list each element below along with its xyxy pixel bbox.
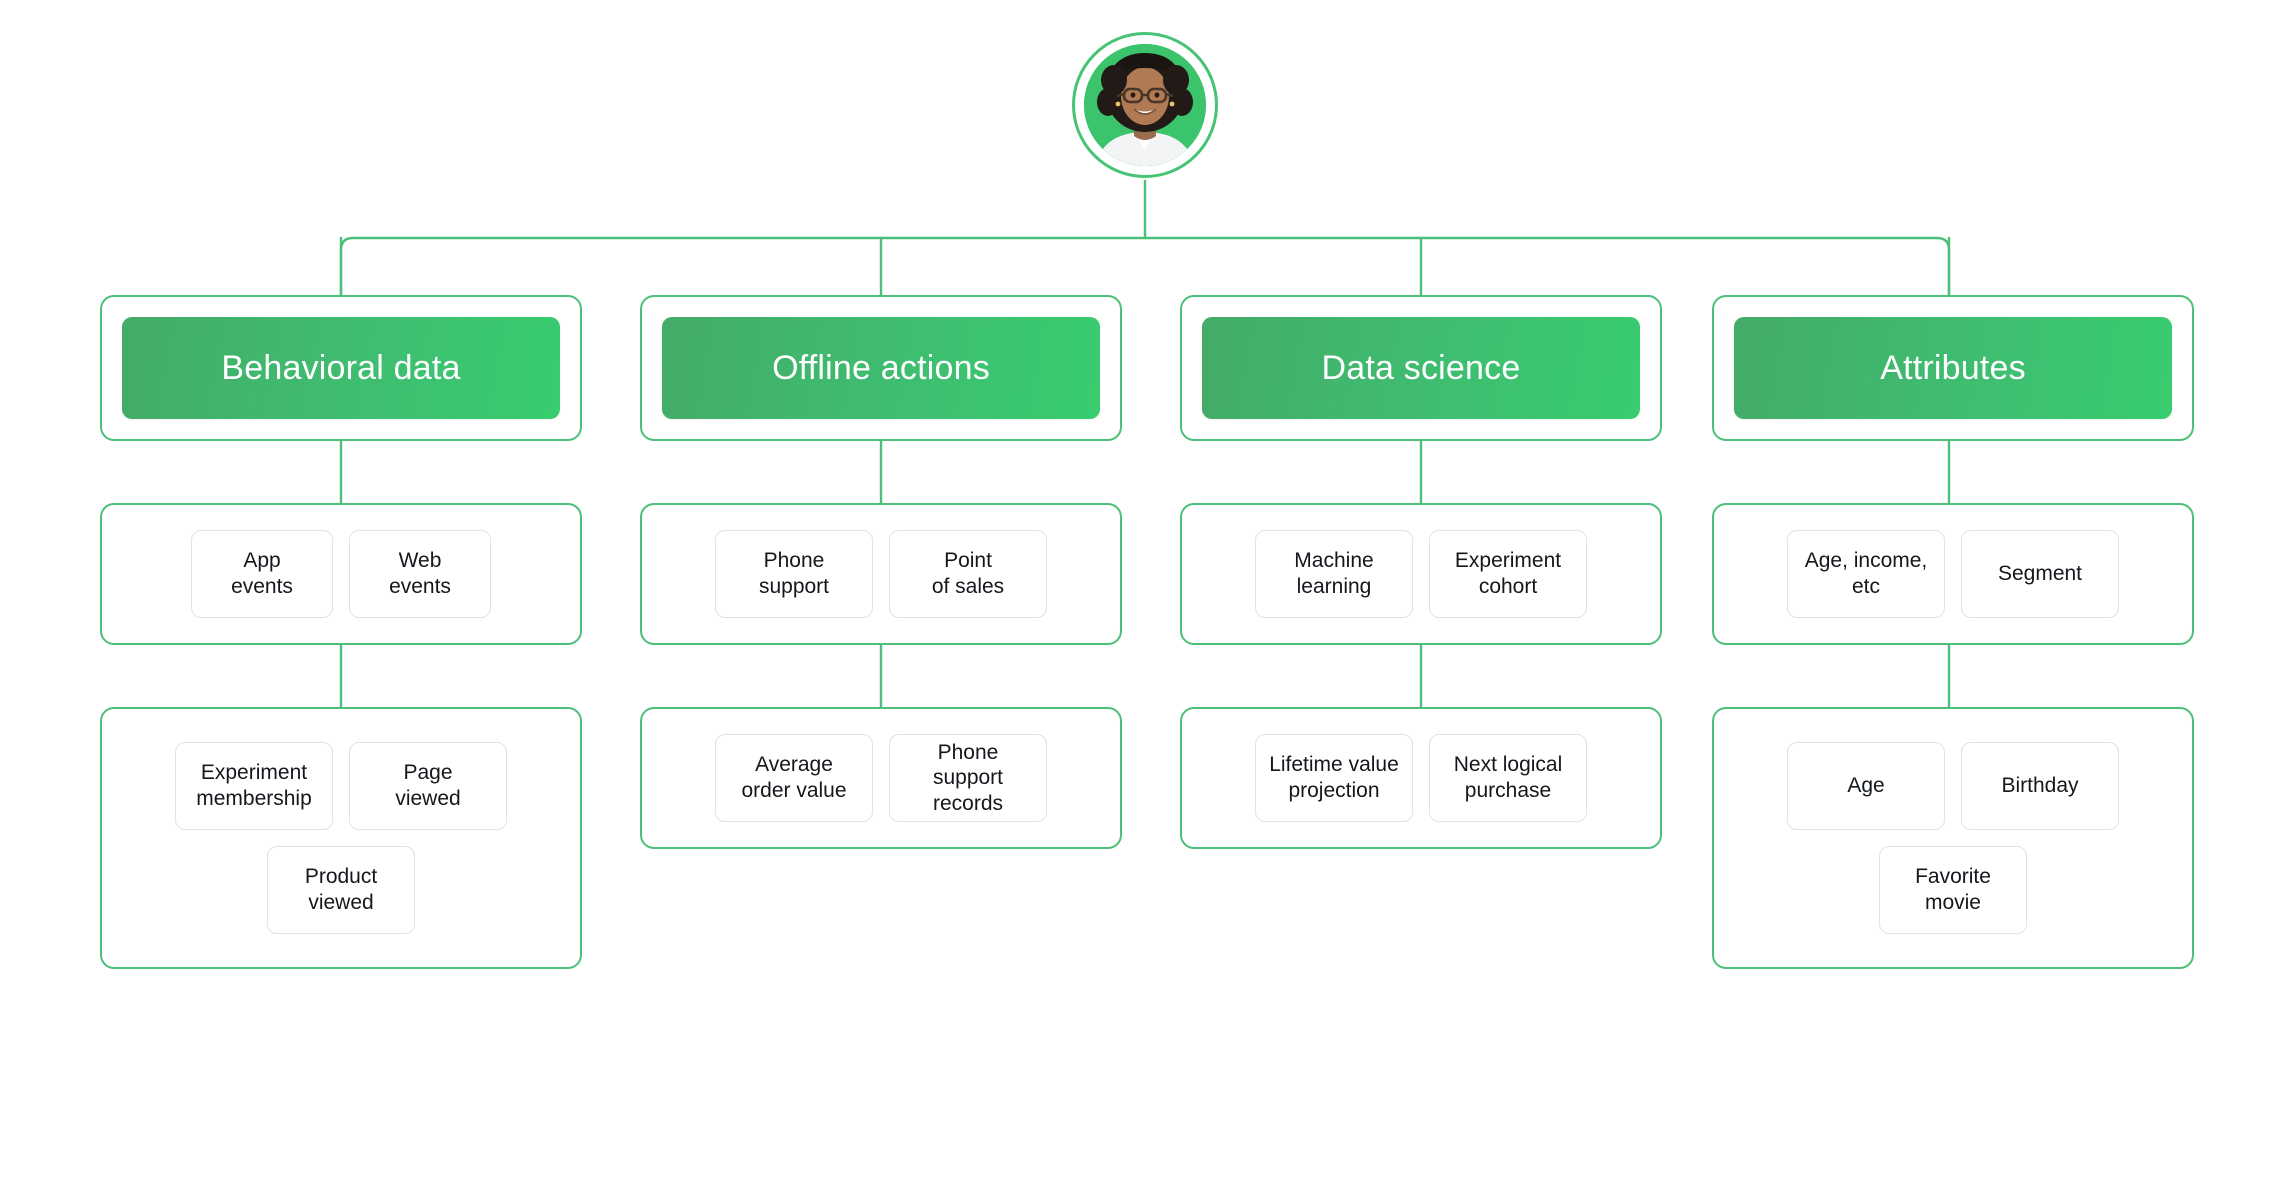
person-avatar-icon bbox=[1084, 44, 1206, 166]
group-card-data-science-row-2: Lifetime value projection Next logical p… bbox=[1180, 707, 1662, 849]
chip-row: Age, income, etc Segment bbox=[1728, 519, 2178, 629]
avatar bbox=[1084, 44, 1206, 166]
header-label-behavioral-data: Behavioral data bbox=[122, 317, 560, 419]
chip-web-events[interactable]: Web events bbox=[349, 530, 491, 618]
chip-lifetime-value-projection[interactable]: Lifetime value projection bbox=[1255, 734, 1413, 822]
header-label-attributes: Attributes bbox=[1734, 317, 2172, 419]
header-card-offline-actions[interactable]: Offline actions bbox=[640, 295, 1122, 441]
group-card-attributes-row-2: Age Birthday Favorite movie bbox=[1712, 707, 2194, 969]
root-avatar-node[interactable] bbox=[1072, 32, 1218, 178]
header-card-behavioral-data[interactable]: Behavioral data bbox=[100, 295, 582, 441]
header-label-data-science: Data science bbox=[1202, 317, 1640, 419]
chip-point-of-sales[interactable]: Point of sales bbox=[889, 530, 1047, 618]
chip-page-viewed[interactable]: Page viewed bbox=[349, 742, 507, 830]
header-card-data-science[interactable]: Data science bbox=[1180, 295, 1662, 441]
chip-segment[interactable]: Segment bbox=[1961, 530, 2119, 618]
chip-experiment-cohort[interactable]: Experiment cohort bbox=[1429, 530, 1587, 618]
chip-row: App events Web events bbox=[116, 519, 566, 629]
chip-next-logical-purchase[interactable]: Next logical purchase bbox=[1429, 734, 1587, 822]
chip-machine-learning[interactable]: Machine learning bbox=[1255, 530, 1413, 618]
chip-age-income-etc[interactable]: Age, income, etc bbox=[1787, 530, 1945, 618]
chip-row: Average order value Phone support record… bbox=[656, 723, 1106, 833]
chip-row: Experiment membership Page viewed Produc… bbox=[116, 723, 566, 953]
chip-experiment-membership[interactable]: Experiment membership bbox=[175, 742, 333, 830]
chip-product-viewed[interactable]: Product viewed bbox=[267, 846, 415, 934]
chip-phone-support[interactable]: Phone support bbox=[715, 530, 873, 618]
group-card-attributes-row-1: Age, income, etc Segment bbox=[1712, 503, 2194, 645]
group-card-behavioral-row-2: Experiment membership Page viewed Produc… bbox=[100, 707, 582, 969]
header-label-offline-actions: Offline actions bbox=[662, 317, 1100, 419]
header-card-attributes[interactable]: Attributes bbox=[1712, 295, 2194, 441]
group-card-offline-row-1: Phone support Point of sales bbox=[640, 503, 1122, 645]
group-card-data-science-row-1: Machine learning Experiment cohort bbox=[1180, 503, 1662, 645]
chip-row: Machine learning Experiment cohort bbox=[1196, 519, 1646, 629]
chip-birthday[interactable]: Birthday bbox=[1961, 742, 2119, 830]
horizontal-bus bbox=[339, 236, 1951, 297]
chip-average-order-value[interactable]: Average order value bbox=[715, 734, 873, 822]
chip-row: Lifetime value projection Next logical p… bbox=[1196, 723, 1646, 833]
chip-row: Age Birthday Favorite movie bbox=[1728, 723, 2178, 953]
chip-favorite-movie[interactable]: Favorite movie bbox=[1879, 846, 2027, 934]
chip-app-events[interactable]: App events bbox=[191, 530, 333, 618]
chip-row: Phone support Point of sales bbox=[656, 519, 1106, 629]
group-card-offline-row-2: Average order value Phone support record… bbox=[640, 707, 1122, 849]
chip-age[interactable]: Age bbox=[1787, 742, 1945, 830]
chip-phone-support-records[interactable]: Phone support records bbox=[889, 734, 1047, 822]
group-card-behavioral-row-1: App events Web events bbox=[100, 503, 582, 645]
